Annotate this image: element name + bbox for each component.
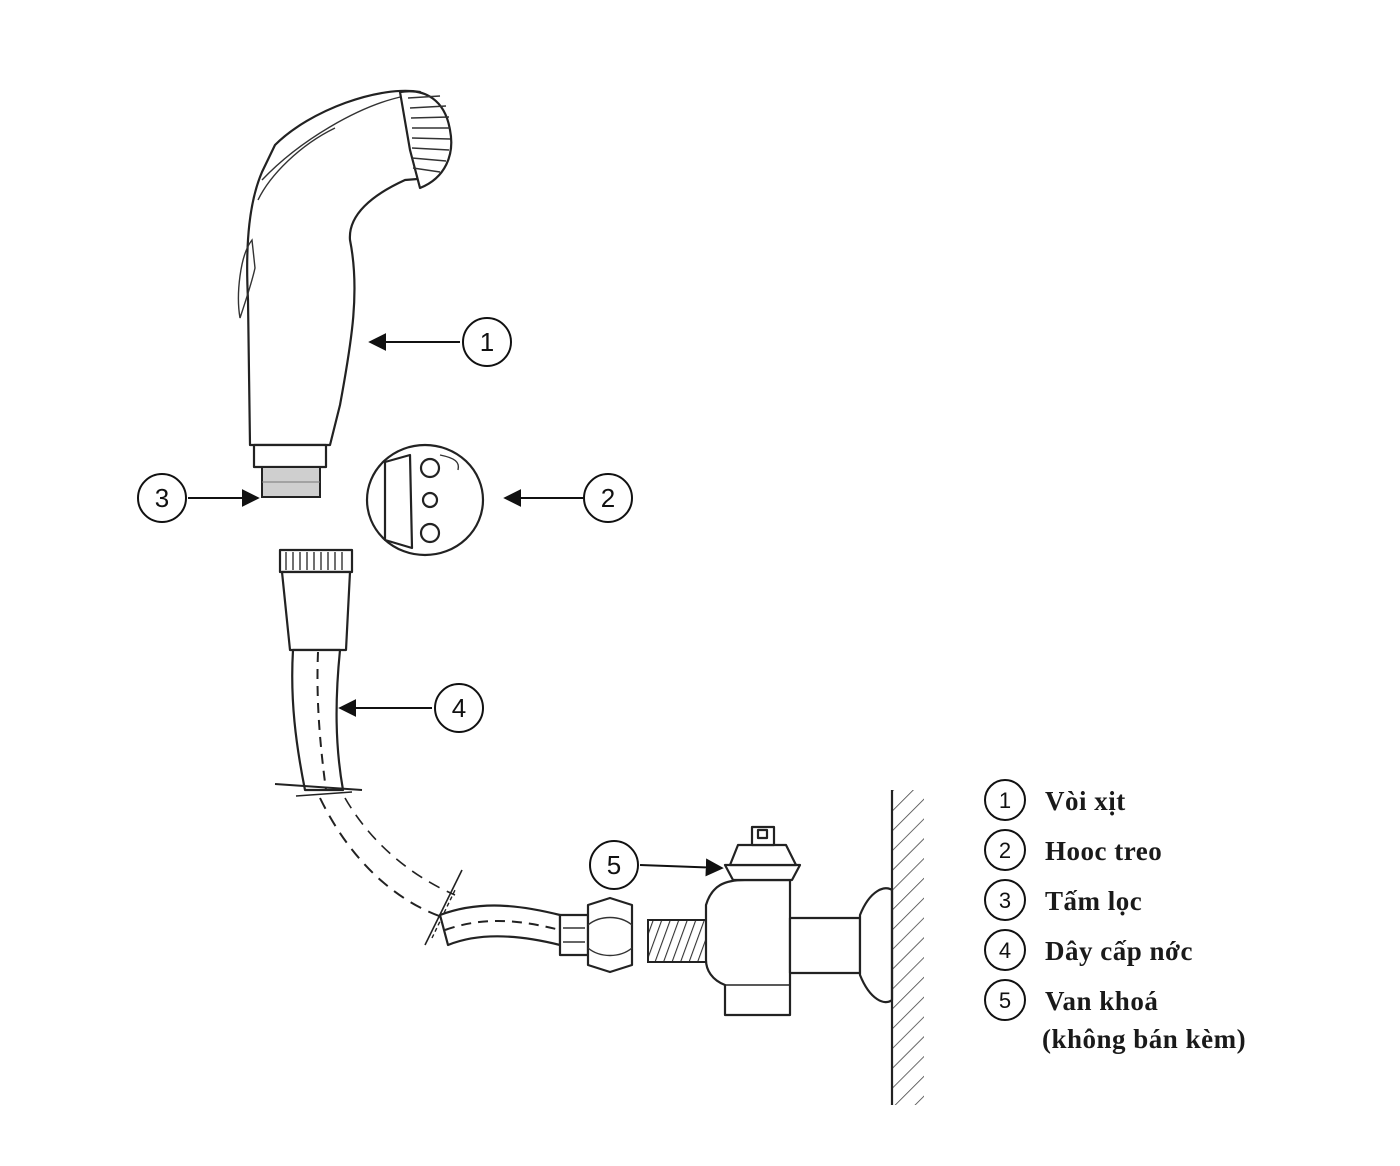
sprayer-head-part: [237, 89, 453, 469]
callout-number: 3: [155, 483, 169, 513]
legend-item-5: 5 Van khoá (không bán kèm): [984, 979, 1246, 1054]
wall-hatching: [890, 790, 924, 1105]
parts-legend: 1 Vòi xịt 2 Hooc treo 3 Tấm lọc 4 Dây cấ…: [984, 779, 1246, 1054]
callout-2: 2: [583, 473, 633, 523]
legend-item-3: 3 Tấm lọc: [984, 879, 1142, 921]
callout-number: 5: [607, 850, 621, 880]
shutoff-valve-part: [647, 825, 894, 1017]
legend-number: 3: [999, 888, 1011, 913]
callout-5: 5: [589, 840, 639, 890]
callout-arrows: [188, 333, 724, 877]
legend-item-1: 1 Vòi xịt: [984, 779, 1126, 821]
legend-label: Vòi xịt: [1045, 786, 1126, 816]
legend-number: 5: [999, 988, 1011, 1013]
wall-holder-part: [365, 443, 485, 557]
callout-4: 4: [434, 683, 484, 733]
water-hose-part: [274, 548, 634, 974]
legend-label: Hooc treo: [1045, 836, 1162, 866]
callout-number: 1: [480, 327, 494, 357]
callout-number: 4: [452, 693, 466, 723]
legend-label: Van khoá: [1045, 986, 1158, 1016]
legend-item-2: 2 Hooc treo: [984, 829, 1162, 871]
legend-label-line2: (không bán kèm): [1042, 1024, 1246, 1054]
legend-label: Dây cấp nớc: [1045, 936, 1193, 966]
callout-number: 2: [601, 483, 615, 513]
filter-part: [261, 466, 321, 498]
legend-number: 1: [999, 788, 1011, 813]
legend-label: Tấm lọc: [1045, 886, 1142, 916]
callout-1: 1: [462, 317, 512, 367]
callout-3: 3: [137, 473, 187, 523]
legend-number: 4: [999, 938, 1011, 963]
legend-number: 2: [999, 838, 1011, 863]
legend-item-4: 4 Dây cấp nớc: [984, 929, 1193, 971]
